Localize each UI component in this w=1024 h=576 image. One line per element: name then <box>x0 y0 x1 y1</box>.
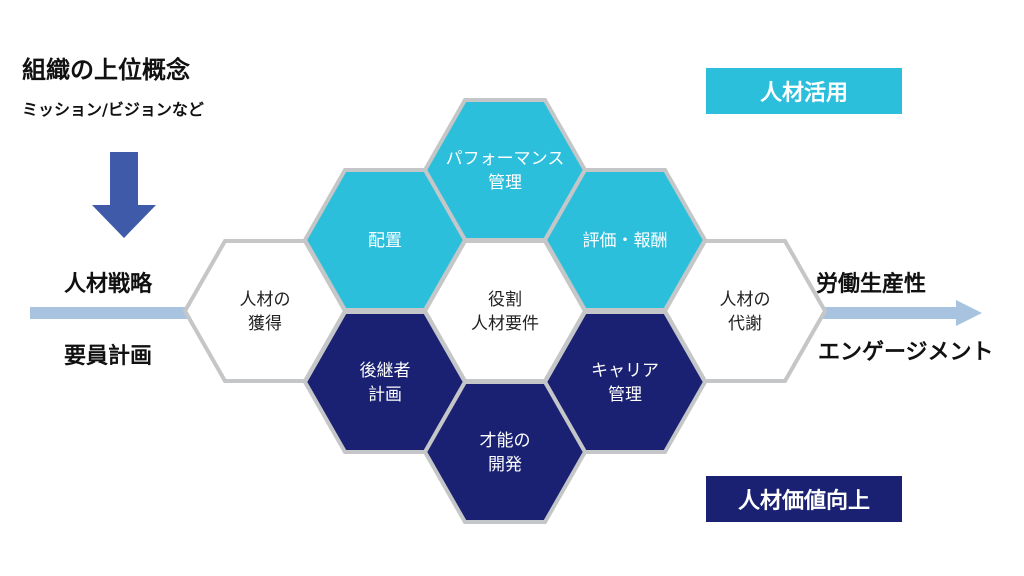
hexagon-label: 管理 <box>608 385 642 405</box>
hexagon-label: 人材要件 <box>471 314 539 334</box>
hexagon-label: 才能の <box>480 431 531 451</box>
right-arrow-icon <box>956 300 982 326</box>
hexagon-label: 後継者 <box>360 361 411 381</box>
hexagon-label: 開発 <box>488 455 522 475</box>
hexagon-label: 人材の <box>720 290 771 310</box>
hexagon-label: 獲得 <box>248 314 282 334</box>
hexagon-label: 人材の <box>240 290 291 310</box>
hexagon-label: 評価・報酬 <box>583 231 668 251</box>
legend-value-badge: 人材価値向上 <box>706 476 902 522</box>
hexagon-label: 計画 <box>368 385 402 405</box>
hexagon-label: 代謝 <box>728 314 762 334</box>
hexagon-label: パフォーマンス <box>446 149 565 169</box>
hexagon-label: 配置 <box>368 231 402 251</box>
hexagon-grid: パフォーマンス管理配置評価・報酬人材の獲得役割人材要件人材の代謝後継者計画キャリ… <box>182 98 828 524</box>
hexagon-label: キャリア <box>591 361 659 381</box>
staffing-plan-label: 要員計画 <box>64 344 153 369</box>
page-title: 組織の上位概念 <box>22 56 190 84</box>
engagement-label: エンゲージメント <box>818 340 994 365</box>
down-arrow-icon <box>92 152 156 238</box>
hexagon-label: 管理 <box>488 173 522 193</box>
legend-utilization-badge: 人材活用 <box>706 68 902 114</box>
page-subtitle: ミッション/ビジョンなど <box>22 100 204 119</box>
hexagon-label: 役割 <box>488 290 522 310</box>
hr-strategy-label: 人材戦略 <box>64 272 153 297</box>
labor-productivity-label: 労働生産性 <box>816 272 927 297</box>
hexagon-shape <box>422 380 588 524</box>
